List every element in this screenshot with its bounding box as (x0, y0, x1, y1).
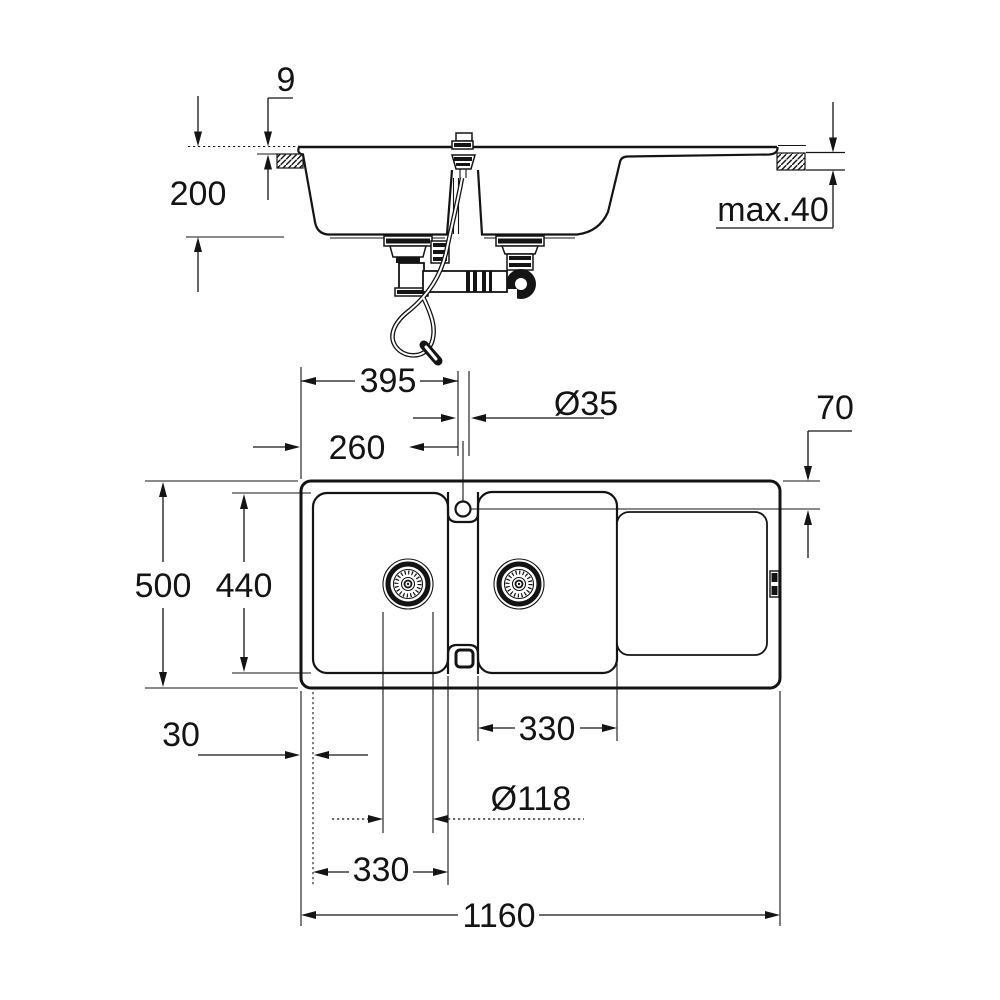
overflow-recess (446, 643, 480, 674)
dim-label: 9 (277, 61, 296, 99)
dim-label: Ø118 (491, 780, 572, 818)
dim-bowl-depth: 200 (170, 96, 284, 292)
dim-label: 70 (816, 389, 854, 427)
sink-section-outline (297, 145, 779, 239)
faucet-centerlines (457, 371, 470, 502)
dim-worktop-thickness: max.40 (716, 102, 845, 229)
dim-bowl2-width: 330 (478, 710, 617, 748)
worktop-hatch-left (257, 153, 304, 169)
drain-right (493, 558, 545, 610)
dim-label: 330 (353, 851, 410, 889)
dim-label: 200 (170, 175, 227, 213)
worktop-hatch-right (776, 144, 806, 171)
dim-label: 330 (519, 710, 576, 748)
dim-drainer-offset: 70 (804, 389, 854, 558)
dim-drain-from-left: 260 (253, 429, 458, 467)
dim-overall-depth: 500 (135, 482, 192, 687)
drainer-board (616, 511, 768, 656)
dim-overall-width: 1160 (301, 897, 780, 935)
dim-drain-diameter: Ø118 (332, 780, 584, 823)
dim-label: 260 (329, 429, 386, 467)
dim-label: 440 (216, 567, 273, 605)
faucet-assembly (451, 132, 476, 234)
dim-label: Ø35 (554, 385, 618, 423)
dim-bowl1-width: 330 (313, 851, 448, 889)
spray-hose (390, 177, 465, 366)
dim-edge-gap: 30 (162, 716, 368, 759)
drain-left (382, 558, 434, 610)
plan-view: 395 Ø35 260 70 (135, 362, 854, 935)
dim-faucet-hole-diameter: Ø35 (413, 385, 618, 423)
elevation-view: 9 200 max.40 (170, 61, 845, 366)
dim-label: 500 (135, 567, 192, 605)
extension-lines (145, 367, 820, 926)
sink-outline (299, 479, 782, 690)
dim-label: 395 (360, 362, 417, 400)
dim-label: max.40 (717, 191, 829, 229)
dim-label: 30 (162, 716, 200, 754)
dim-bowl-inner-depth: 440 (216, 494, 273, 672)
mounting-clip (769, 570, 780, 598)
dim-faucet-from-left: 395 (301, 362, 458, 400)
drain-plumbing (383, 235, 545, 302)
bowl-left (311, 491, 450, 675)
dim-label: 1160 (462, 897, 535, 935)
dim-rim-height: 9 (188, 61, 298, 200)
